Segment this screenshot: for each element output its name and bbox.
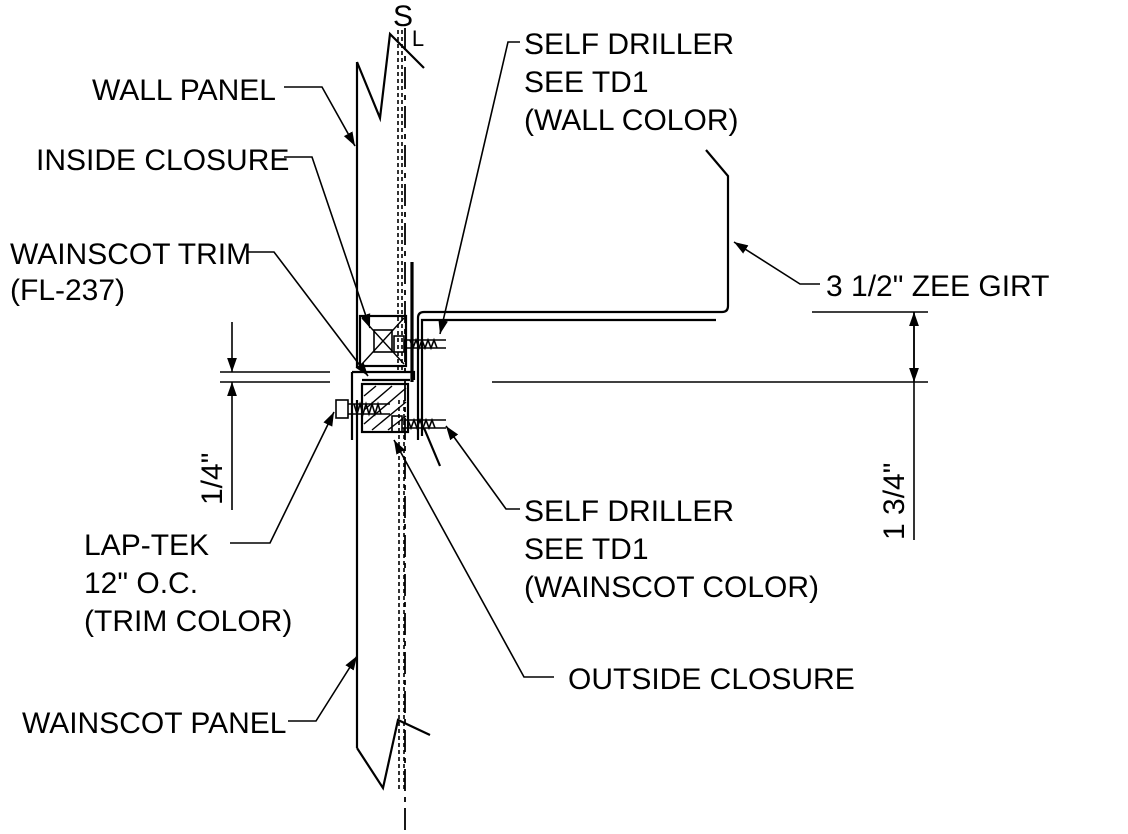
label-lap-tek-spacing: 12" O.C. <box>84 567 198 600</box>
dimension-quarter: 1/4" <box>196 322 330 510</box>
leaders <box>230 41 820 722</box>
wainscot-panel-shape <box>355 400 431 791</box>
label-self-driller-bottom-color: (WAINSCOT COLOR) <box>524 571 819 604</box>
outside-closure-shape <box>360 382 410 434</box>
label-wainscot-trim-part: (FL-237) <box>10 274 125 307</box>
label-lap-tek: LAP-TEK <box>84 529 209 562</box>
label-self-driller-bottom-ref: SEE TD1 <box>524 533 649 566</box>
svg-text:1 3/4": 1 3/4" <box>878 463 911 540</box>
svg-text:L: L <box>412 26 424 51</box>
self-driller-top-fastener <box>393 335 446 353</box>
label-wainscot-panel: WAINSCOT PANEL <box>22 707 287 740</box>
svg-text:S: S <box>393 0 413 33</box>
dimension-one-three-quarter: 1 3/4" <box>492 311 928 540</box>
label-wainscot-trim: WAINSCOT TRIM <box>10 238 251 271</box>
label-self-driller-top: SELF DRILLER <box>524 28 734 61</box>
wainscot-trim-shape <box>350 370 416 440</box>
label-inside-closure: INSIDE CLOSURE <box>36 144 289 177</box>
label-outside-closure: OUTSIDE CLOSURE <box>568 663 855 696</box>
wall-panel-shape <box>355 30 425 382</box>
label-self-driller-top-color: (WALL COLOR) <box>524 104 738 137</box>
svg-text:1/4": 1/4" <box>196 453 229 505</box>
label-lap-tek-color: (TRIM COLOR) <box>84 605 292 638</box>
label-self-driller-bottom: SELF DRILLER <box>524 495 734 528</box>
label-wall-panel: WALL PANEL <box>92 74 276 107</box>
centerline-symbol: S L <box>393 0 424 51</box>
inside-closure-shape <box>358 314 408 368</box>
label-zee-girt: 3 1/2" ZEE GIRT <box>826 270 1050 303</box>
zee-girt-shape <box>416 149 730 467</box>
label-self-driller-top-ref: SEE TD1 <box>524 66 649 99</box>
lap-tek-fastener <box>335 399 390 419</box>
self-driller-bottom-fastener <box>391 415 446 433</box>
